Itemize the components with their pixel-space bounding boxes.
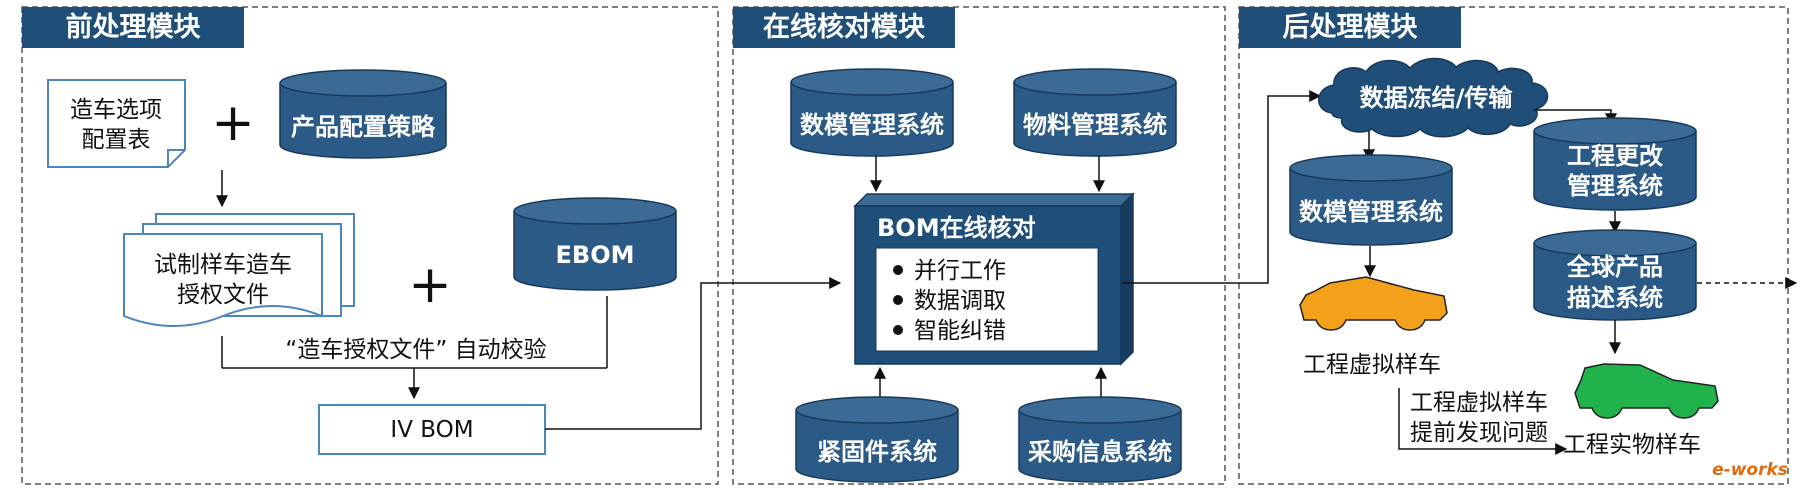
auto-check-label: “造车授权文件” 自动校验 xyxy=(285,337,546,363)
option-table-line1: 造车选项 xyxy=(70,97,162,123)
physical-car-icon xyxy=(1574,363,1719,419)
pre-module-header: 前处理模块 xyxy=(22,7,244,48)
pre-module-frame xyxy=(21,6,719,485)
purchase-label: 采购信息系统 xyxy=(1028,438,1172,466)
bom-online-check-box: BOM在线核对 并行工作 数据调取 智能纠错 xyxy=(853,192,1135,366)
global-desc-line2: 描述系统 xyxy=(1567,284,1663,312)
post-data-mgmt-cylinder: 数模管理系统 xyxy=(1289,154,1453,246)
auth-doc-stack: 试制样车造车 授权文件 xyxy=(123,213,355,327)
purchase-cylinder: 采购信息系统 xyxy=(1018,396,1182,483)
change-mgmt-line1: 工程更改 xyxy=(1567,142,1663,170)
virtual-note-line1: 工程虚拟样车 xyxy=(1410,390,1548,416)
bullet-data-retrieval: 数据调取 xyxy=(914,288,1006,314)
post-module-frame xyxy=(1238,6,1789,485)
material-mgmt-label: 物料管理系统 xyxy=(1023,111,1167,139)
freeze-label: 数据冻结/传输 xyxy=(1360,84,1514,112)
config-strategy-label: 产品配置策略 xyxy=(291,113,436,141)
ebom-label: EBOM xyxy=(556,241,635,269)
post-module-title: 后处理模块 xyxy=(1283,12,1419,43)
online-module-title: 在线核对模块 xyxy=(763,11,926,43)
fastener-cylinder: 紧固件系统 xyxy=(795,396,959,483)
freeze-cloud: 数据冻结/传输 xyxy=(1318,57,1549,138)
data-mgmt-cylinder: 数模管理系统 xyxy=(790,68,954,157)
virtual-note-line2: 提前发现问题 xyxy=(1410,420,1548,446)
change-mgmt-cylinder: 工程更改 管理系统 xyxy=(1533,117,1697,211)
material-mgmt-cylinder: 物料管理系统 xyxy=(1013,68,1177,157)
pre-module-title: 前处理模块 xyxy=(66,11,202,43)
global-desc-line1: 全球产品 xyxy=(1566,253,1663,281)
e-works-watermark: e-works xyxy=(1712,460,1788,480)
option-table-card: 造车选项 配置表 xyxy=(47,79,186,168)
plus-sign-1: + xyxy=(211,93,255,153)
post-data-mgmt-label: 数模管理系统 xyxy=(1299,198,1443,226)
auto-check-bracket: “造车授权文件” 自动校验 xyxy=(221,296,608,400)
physical-car-label: 工程实物样车 xyxy=(1563,432,1701,458)
bullet-parallel-work: 并行工作 xyxy=(914,258,1006,284)
global-desc-cylinder: 全球产品 描述系统 xyxy=(1533,229,1697,321)
option-table-line2: 配置表 xyxy=(82,127,151,153)
post-module-header: 后处理模块 xyxy=(1239,7,1461,48)
online-module-frame xyxy=(732,6,1226,485)
bullet-smart-correction: 智能纠错 xyxy=(914,318,1006,344)
config-strategy-cylinder: 产品配置策略 xyxy=(279,69,447,159)
arrow-virtual-to-physical xyxy=(1398,388,1568,455)
ebom-cylinder: EBOM xyxy=(513,197,677,291)
bom-online-check-title: BOM在线核对 xyxy=(877,214,1036,242)
online-module-header: 在线核对模块 xyxy=(733,7,955,48)
plus-sign-2: + xyxy=(408,255,452,315)
bullet-dot xyxy=(893,295,903,305)
auth-doc-line1: 试制样车造车 xyxy=(154,252,292,278)
arrow-ivbom-to-online xyxy=(545,277,842,430)
fastener-label: 紧固件系统 xyxy=(817,438,937,466)
bullet-dot xyxy=(893,265,903,275)
virtual-car-label: 工程虚拟样车 xyxy=(1303,352,1441,378)
data-mgmt-label: 数模管理系统 xyxy=(800,111,944,139)
auth-doc-line2: 授权文件 xyxy=(177,282,269,308)
bullet-dot xyxy=(893,325,903,335)
arrow-bom-to-freeze xyxy=(1122,90,1322,284)
iv-bom-label: IV BOM xyxy=(390,417,473,443)
change-mgmt-line2: 管理系统 xyxy=(1567,172,1663,200)
iv-bom-box: IV BOM xyxy=(318,404,546,455)
virtual-car-icon xyxy=(1299,276,1448,331)
